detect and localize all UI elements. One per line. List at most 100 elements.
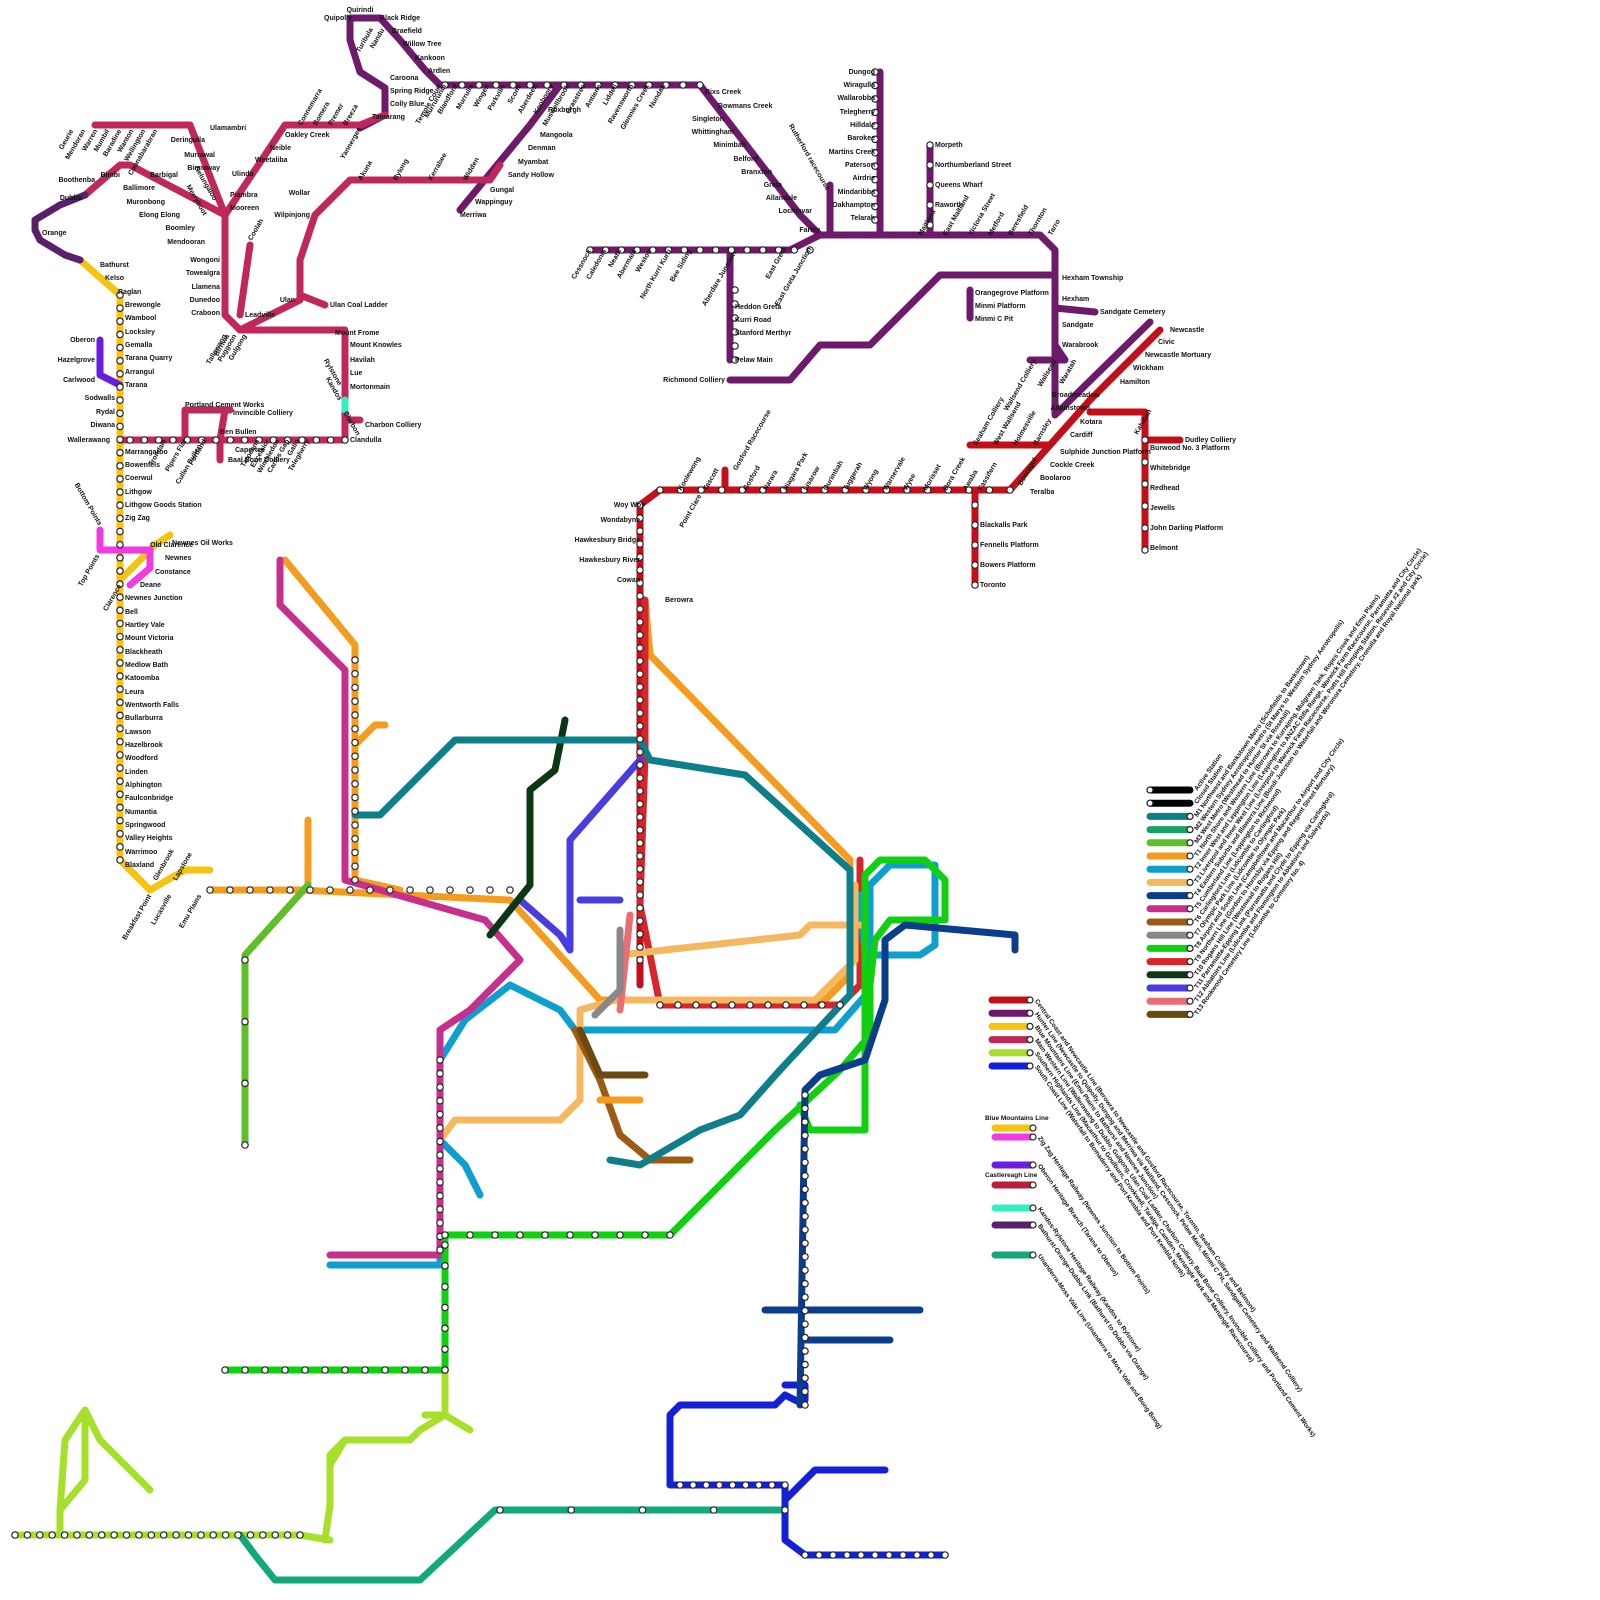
station-dot[interactable] xyxy=(441,81,449,89)
station-dot[interactable] xyxy=(441,1282,449,1291)
station-dot[interactable] xyxy=(116,330,124,339)
station-dot[interactable] xyxy=(728,1001,736,1009)
station-dot[interactable] xyxy=(801,1118,809,1126)
station-dot[interactable] xyxy=(116,737,124,746)
station-dot[interactable] xyxy=(926,141,934,149)
station-dot[interactable] xyxy=(636,956,644,964)
station-dot[interactable] xyxy=(636,579,644,587)
station-dot[interactable] xyxy=(801,1252,809,1261)
station-dot[interactable] xyxy=(212,436,220,444)
station-dot[interactable] xyxy=(466,886,474,894)
station-dot[interactable] xyxy=(782,1001,790,1009)
station-dot[interactable] xyxy=(636,748,644,756)
station-dot[interactable] xyxy=(116,317,124,326)
station-dot[interactable] xyxy=(801,1131,809,1140)
station-dot[interactable] xyxy=(326,886,334,894)
station-dot[interactable] xyxy=(116,396,124,404)
station-dot[interactable] xyxy=(116,645,124,654)
station-dot[interactable] xyxy=(73,1531,81,1539)
station-dot[interactable] xyxy=(281,1366,289,1374)
station-dot[interactable] xyxy=(97,1531,106,1539)
station-dot[interactable] xyxy=(801,1104,809,1113)
station-dot[interactable] xyxy=(226,436,235,444)
station-dot[interactable] xyxy=(436,1069,444,1078)
station-dot[interactable] xyxy=(731,300,739,308)
station-dot[interactable] xyxy=(636,670,644,678)
station-dot[interactable] xyxy=(116,685,124,693)
station-dot[interactable] xyxy=(636,865,644,873)
station-dot[interactable] xyxy=(731,328,739,336)
station-dot[interactable] xyxy=(731,356,739,364)
station-dot[interactable] xyxy=(226,886,234,894)
station-dot[interactable] xyxy=(283,1531,292,1539)
station-dot[interactable] xyxy=(241,1366,249,1374)
station-dot[interactable] xyxy=(386,886,394,894)
station-dot[interactable] xyxy=(116,790,124,799)
station-dot[interactable] xyxy=(116,343,124,352)
station-dot[interactable] xyxy=(871,189,879,197)
station-dot[interactable] xyxy=(628,81,636,89)
station-dot[interactable] xyxy=(283,436,292,444)
station-dot[interactable] xyxy=(526,81,534,89)
station-dot[interactable] xyxy=(871,81,879,90)
station-dot[interactable] xyxy=(351,766,359,774)
station-dot[interactable] xyxy=(746,1001,754,1009)
station-dot[interactable] xyxy=(636,917,644,925)
station-dot[interactable] xyxy=(636,722,644,730)
station-dot[interactable] xyxy=(662,81,670,89)
station-dot[interactable] xyxy=(857,1551,865,1559)
station-dot[interactable] xyxy=(240,436,249,444)
station-dot[interactable] xyxy=(241,1079,249,1088)
station-dot[interactable] xyxy=(351,821,359,829)
station-dot[interactable] xyxy=(271,1531,280,1539)
station-dot[interactable] xyxy=(436,1056,444,1064)
station-dot[interactable] xyxy=(801,1172,809,1180)
station-dot[interactable] xyxy=(116,409,124,418)
station-dot[interactable] xyxy=(926,201,934,209)
station-dot[interactable] xyxy=(296,1531,304,1539)
station-dot[interactable] xyxy=(636,787,644,795)
station-dot[interactable] xyxy=(636,696,644,704)
station-dot[interactable] xyxy=(636,553,644,561)
station-dot[interactable] xyxy=(636,904,644,912)
station-dot[interactable] xyxy=(871,68,879,76)
station-dot[interactable] xyxy=(116,659,124,667)
station-dot[interactable] xyxy=(116,829,124,838)
station-dot[interactable] xyxy=(116,435,124,444)
station-dot[interactable] xyxy=(656,486,664,494)
station-dot[interactable] xyxy=(261,1366,269,1374)
station-dot[interactable] xyxy=(711,246,720,254)
station-dot[interactable] xyxy=(259,1531,267,1539)
station-dot[interactable] xyxy=(871,1551,879,1559)
station-dot[interactable] xyxy=(779,486,788,494)
station-dot[interactable] xyxy=(241,1141,249,1149)
station-dot[interactable] xyxy=(366,886,374,894)
station-dot[interactable] xyxy=(926,181,934,189)
station-dot[interactable] xyxy=(116,632,124,641)
station-dot[interactable] xyxy=(116,777,124,785)
station-dot[interactable] xyxy=(486,886,494,894)
station-dot[interactable] xyxy=(741,1481,750,1489)
station-dot[interactable] xyxy=(1141,546,1149,554)
station-dot[interactable] xyxy=(401,1366,409,1374)
station-dot[interactable] xyxy=(116,448,124,457)
station-dot[interactable] xyxy=(116,580,124,588)
station-dot[interactable] xyxy=(116,501,124,510)
station-dot[interactable] xyxy=(836,1001,844,1009)
station-dot[interactable] xyxy=(197,1531,205,1539)
station-dot[interactable] xyxy=(436,1124,444,1132)
station-dot[interactable] xyxy=(560,81,568,89)
station-dot[interactable] xyxy=(159,1531,168,1539)
station-dot[interactable] xyxy=(801,1333,809,1342)
station-dot[interactable] xyxy=(633,246,641,254)
station-dot[interactable] xyxy=(696,81,704,89)
station-dot[interactable] xyxy=(351,738,359,747)
station-dot[interactable] xyxy=(871,175,879,184)
station-dot[interactable] xyxy=(172,1531,180,1539)
station-dot[interactable] xyxy=(638,1506,647,1514)
station-dot[interactable] xyxy=(116,553,124,562)
station-dot[interactable] xyxy=(241,1017,249,1026)
station-dot[interactable] xyxy=(871,148,879,157)
station-dot[interactable] xyxy=(11,1531,19,1539)
station-dot[interactable] xyxy=(351,862,359,871)
